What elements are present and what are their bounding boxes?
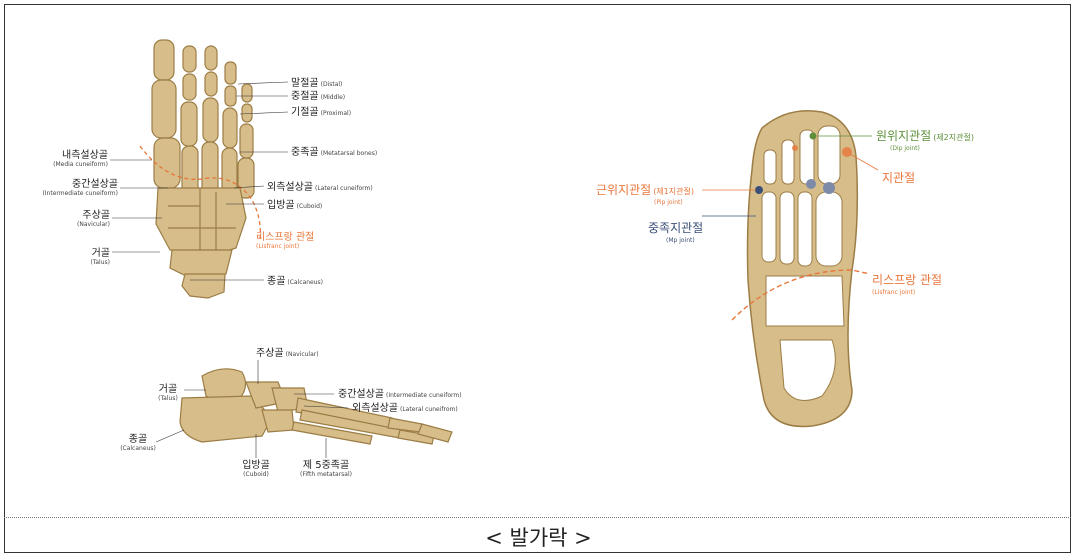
side-label-talus-en: (Talus) <box>158 395 178 402</box>
label-intermediate-cuneiform-en: (Intermediate cuneiform) <box>42 190 118 197</box>
label-navicular-en: (Navicular) <box>77 221 110 228</box>
label-lisfranc: 리스프랑 관절 <box>256 230 314 243</box>
side-label-navicular: 주상골(Navicular) <box>256 347 319 359</box>
label-distal: 말절골(Distal) <box>291 76 342 89</box>
figure-caption: < 발가락 > <box>0 522 1077 552</box>
label-talus-en: (Talus) <box>90 259 110 266</box>
label-dip: 원위지관절(제2지관절) <box>876 129 974 143</box>
label-middle: 중절골(Middle) <box>291 89 345 102</box>
label-mp: 중족지관절 <box>648 221 703 235</box>
side-label-fifth-metatarsal-en: (Fifth metatarsal) <box>300 471 352 478</box>
label-toe-joint: 지관절 <box>882 171 915 185</box>
label-lisfranc-en: (Lisfranc joint) <box>256 243 299 250</box>
label-metatarsal: 중족골(Metatarsal bones) <box>291 146 377 158</box>
label-lateral-cuneiform: 외측설상골(Lateral cuneiform) <box>267 181 373 193</box>
label-dip-en: (Dip joint) <box>890 145 920 152</box>
label-medial-cuneiform: 내측설상골 <box>62 149 108 161</box>
side-label-calcaneus: 종골 <box>129 433 147 445</box>
side-label-fifth-metatarsal: 제 5중족골 <box>303 459 349 471</box>
label-mp-en: (Mp joint) <box>666 237 695 244</box>
label-medial-cuneiform-en: (Media cuneiform) <box>53 161 108 168</box>
label-intermediate-cuneiform: 중간설상골 <box>72 178 118 190</box>
label-navicular: 주상골 <box>82 209 110 221</box>
tarsal-bones <box>156 188 246 298</box>
label-proximal: 기절골(Proximal) <box>291 105 351 118</box>
caption-divider <box>4 517 1071 518</box>
foot-joints-diagram: 원위지관절(제2지관절) (Dip joint) 지관절 근위지관절(제1지관절… <box>552 70 1062 450</box>
side-label-talus: 거골 <box>159 383 177 395</box>
side-label-lateral-cuneiform: 외측설상골(Lateral cuneifrom) <box>352 402 458 414</box>
label-cuboid: 입방골(Cuboid) <box>267 198 322 211</box>
label-joints-lisfranc: 리스프랑 관절 <box>872 273 942 287</box>
label-pip: 근위지관절(제1지관절) <box>596 183 694 197</box>
side-label-cuboid-en: (Cuboid) <box>243 471 269 478</box>
label-joints-lisfranc-en: (Lisfranc joint) <box>872 289 915 296</box>
label-pip-en: (Pip joint) <box>654 199 683 206</box>
side-label-cuboid: 입방골 <box>242 458 270 471</box>
foot-skeleton-top-view: 말절골(Distal) 중절골(Middle) 기절골(Proximal) 중족… <box>40 28 440 308</box>
label-calcaneus: 종골(Calcaneus) <box>267 275 323 287</box>
side-label-intermediate-cuneiform: 중간설상골(Intermediate cuneiform) <box>338 388 462 400</box>
label-talus: 거골 <box>92 247 110 259</box>
side-label-calcaneus-en: (Calcaneus) <box>120 445 156 452</box>
foot-skeleton-side-view: 주상골(Navicular) 거골 (Talus) 중간설상골(Intermed… <box>72 318 512 508</box>
